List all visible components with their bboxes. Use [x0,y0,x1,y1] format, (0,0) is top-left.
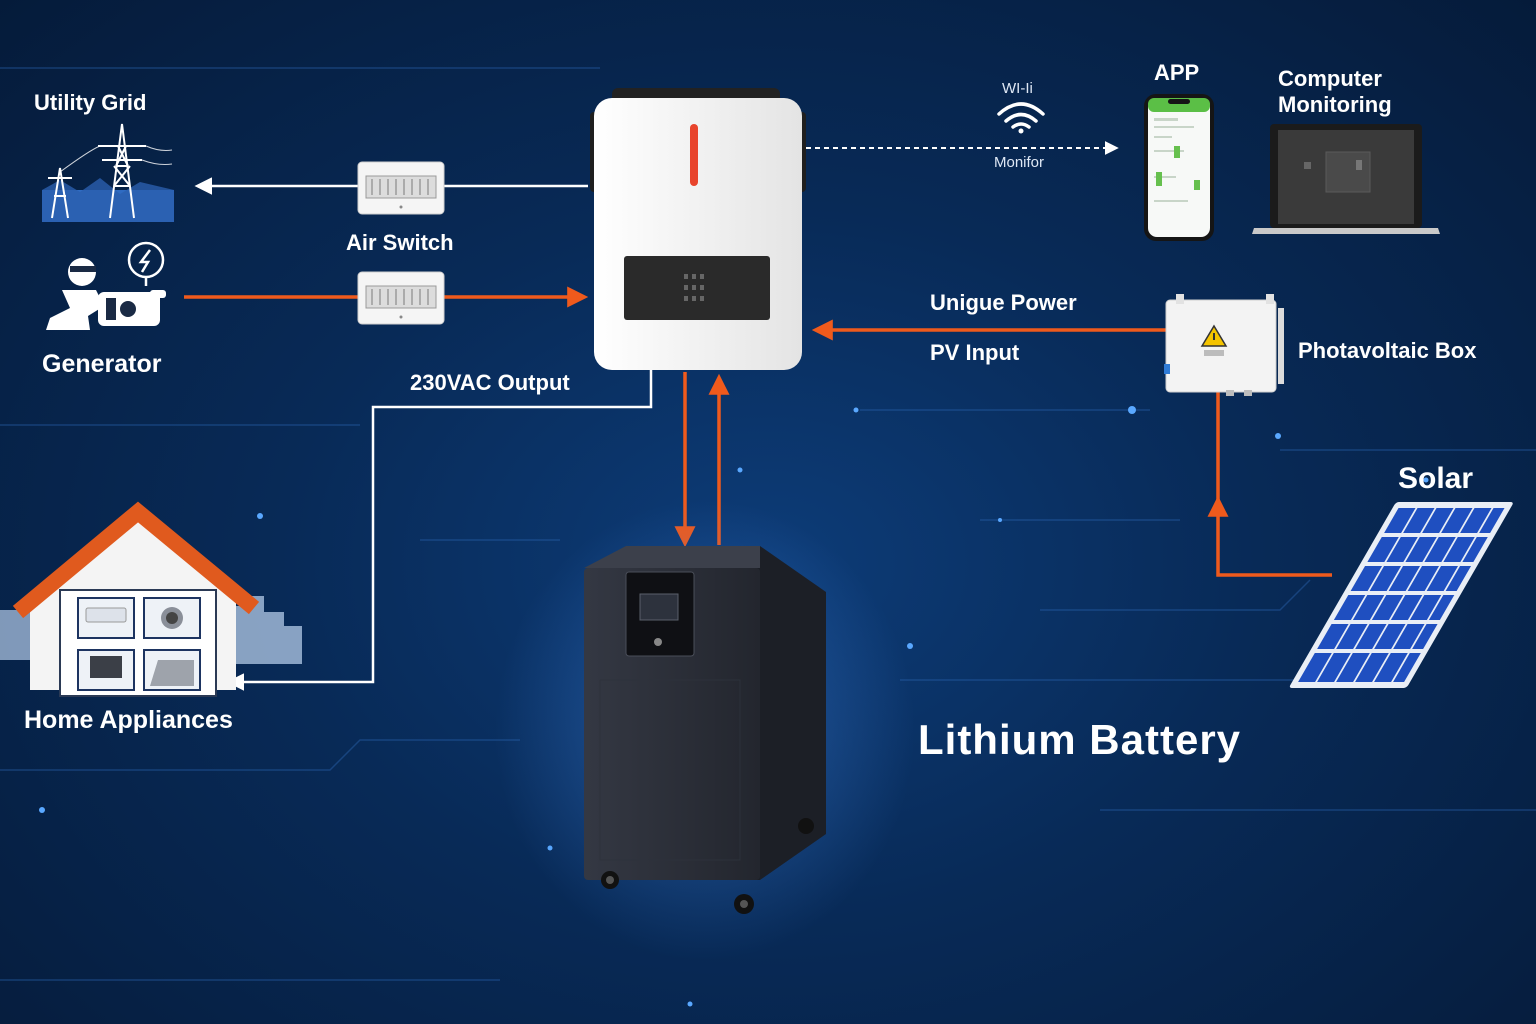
inverter-display [624,256,770,320]
lightning-pin-icon [127,241,165,286]
photovoltaic-box-label: Photavoltaic Box [1298,338,1477,363]
generator-label: Generator [42,350,162,378]
house-icon [0,501,302,697]
solar-connection-line [1207,495,1332,577]
generator-icon [46,258,166,330]
ac-output-label: 230VAC Output [410,370,570,395]
smartphone-icon [1144,94,1214,241]
warning-icon [1200,324,1228,356]
air-switch-lower [357,271,445,325]
home-appliances-label: Home Appliances [24,706,233,734]
pv-input-label: PV Input [930,340,1020,365]
inverter-status-led [690,124,698,186]
lithium-battery-label: Lithium Battery [918,716,1242,763]
computer-monitoring-label-line1: Computer [1278,66,1382,91]
utility-grid-label: Utility Grid [34,90,147,115]
solar-label: Solar [1398,462,1474,495]
background-circuit-traces [0,67,1536,981]
transmission-tower-icon [42,123,174,222]
hybrid-inverter [590,88,806,370]
ac-output-line [226,370,653,691]
lithium-battery-cabinet [495,500,915,960]
battery-wheels [601,818,814,914]
wifi-label: WI-Ii [1002,80,1033,97]
wifi-icon [997,102,1045,134]
unique-power-label: Unigue Power [930,290,1077,315]
computer-monitoring-label-line2: Monitoring [1278,92,1392,117]
laptop-icon [1252,124,1440,234]
solar-panel-icon [1289,502,1513,688]
photovoltaic-box [1164,294,1284,396]
monitor-label: Monifor [994,154,1045,171]
air-switch-upper [357,161,445,215]
air-switch-label: Air Switch [346,230,454,255]
app-label: APP [1154,60,1200,85]
